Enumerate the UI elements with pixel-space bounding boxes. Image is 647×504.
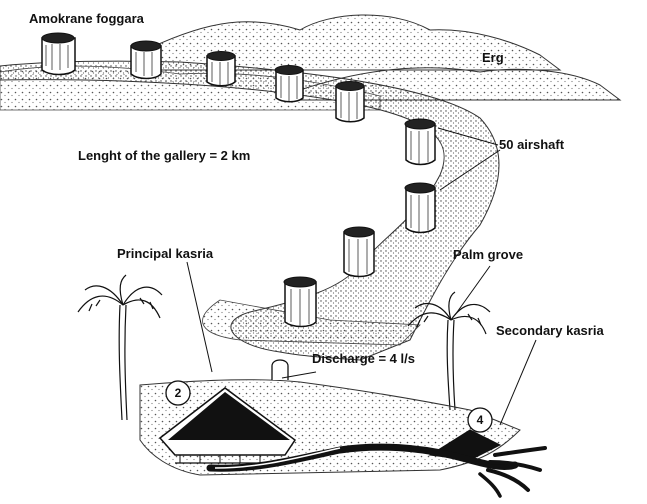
svg-text:4: 4 <box>477 413 484 427</box>
airshaft-2 <box>131 41 161 79</box>
discharge-label: Discharge = 4 l/s <box>312 351 415 366</box>
svg-text:2: 2 <box>175 386 182 400</box>
palm-grove-label: Palm grove <box>453 247 523 262</box>
gallery-length-label: Lenght of the gallery = 2 km <box>78 148 250 163</box>
airshaft-7 <box>405 183 435 233</box>
secondary-kasria-label: Secondary kasria <box>496 323 604 338</box>
principal-kasria-label: Principal kasria <box>117 246 213 261</box>
airshaft-5 <box>336 82 364 122</box>
airshaft-count-label: 50 airshaft <box>499 137 564 152</box>
secondary-kasria-leader <box>500 340 536 425</box>
airshaft-6 <box>405 119 435 165</box>
airshaft-1 <box>42 33 75 75</box>
airshaft-8 <box>344 227 374 277</box>
airshaft-4 <box>275 66 303 102</box>
erg-label: Erg <box>482 50 504 65</box>
airshaft-3 <box>207 52 235 86</box>
marker-4: 4 <box>468 408 492 432</box>
marker-2: 2 <box>166 381 190 405</box>
airshaft-9 <box>284 277 316 327</box>
title-label: Amokrane foggara <box>29 11 144 26</box>
